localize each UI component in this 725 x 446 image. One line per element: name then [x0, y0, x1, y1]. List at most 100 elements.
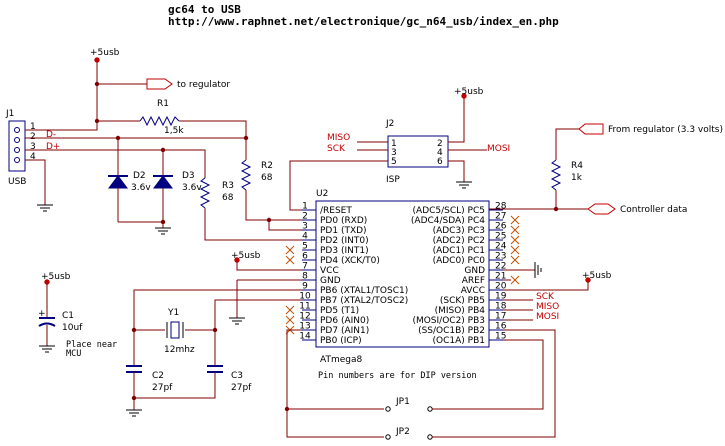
d3-zener-diode: D3 3.6v	[153, 150, 202, 228]
svg-text:3: 3	[391, 148, 397, 158]
j1-name: USB	[8, 177, 26, 187]
ground-symbol	[37, 204, 53, 212]
u2-left-pin-name: PD2 (INT0)	[320, 236, 369, 246]
svg-text:Controller data: Controller data	[620, 205, 687, 215]
u2-right-pin-name: (ADC5/SCL) PC5	[413, 206, 485, 216]
c1-note-1: Place near	[66, 340, 117, 350]
u2-left-pin-name: PB7 (XTAL2/TOSC2)	[320, 296, 408, 306]
u2-left-pin-name: PD6 (AIN0)	[320, 316, 369, 326]
r1-value: 1,5k	[164, 126, 184, 136]
ground-symbol	[229, 317, 245, 325]
svg-text:JP1: JP1	[395, 397, 410, 407]
u2-left-pin-number: 2	[302, 212, 308, 222]
j1-pin-2: 2	[30, 132, 36, 142]
u2-right-pin-number: 28	[495, 202, 507, 212]
u2-left-pin-number: 7	[302, 262, 308, 272]
u2-left-pin-number: 4	[302, 232, 308, 242]
svg-text:1k: 1k	[571, 173, 583, 183]
svg-text:+5usb: +5usb	[582, 271, 612, 281]
svg-text:68: 68	[222, 193, 234, 203]
u2-left-pin-name: PD5 (T1)	[320, 306, 359, 316]
no-connect-mark	[285, 255, 295, 265]
svg-text:12mhz: 12mhz	[164, 345, 195, 355]
power-5usb-avcc: +5usb	[582, 271, 612, 283]
svg-text:Y1: Y1	[167, 308, 179, 318]
ground-symbol	[456, 181, 472, 189]
svg-text:JP2: JP2	[395, 427, 410, 437]
net-mosi-right: MOSI	[536, 312, 559, 322]
svg-text:J2: J2	[385, 119, 394, 129]
u2-left-pin-name: /RESET	[320, 206, 352, 216]
u2-right-pin-number: 18	[495, 302, 507, 312]
u2-right-pin-number: 15	[495, 332, 506, 342]
ground-symbol	[155, 227, 171, 235]
u2-left-pin-name: PD1 (TXD)	[320, 226, 367, 236]
u2-left-pin-number: 1	[302, 202, 308, 212]
svg-text:3.6v: 3.6v	[182, 183, 202, 193]
no-connect-mark	[285, 315, 295, 325]
c2-capacitor: C2 27pf	[126, 365, 173, 393]
ground-symbol-side	[534, 262, 542, 278]
no-connect-mark	[510, 235, 520, 245]
power-5usb-j2: +5usb	[454, 87, 484, 99]
controller-data-port: Controller data	[587, 203, 687, 215]
svg-text:2: 2	[437, 139, 443, 149]
svg-text:+5usb: +5usb	[41, 272, 71, 282]
u2-ref: U2	[316, 189, 328, 199]
to-regulator-port: to regulator	[146, 78, 230, 90]
u2-left-pin-number: 12	[299, 312, 310, 322]
d2-zener-diode: D2 3.6v	[108, 138, 151, 222]
u2-right-pin-number: 26	[495, 222, 507, 232]
j1-usb-connector: J1 USB 1 2 3 4 D- D+	[5, 109, 60, 187]
ground-symbol	[39, 345, 55, 353]
u2-right-pin-number: 24	[495, 242, 507, 252]
pin-number-note: Pin numbers are for DIP version	[318, 371, 477, 381]
y1-crystal: Y1 12mhz	[134, 308, 215, 355]
svg-text:68: 68	[261, 173, 273, 183]
u2-right-pin-number: 25	[495, 232, 506, 242]
jp1-jumper: JP1	[385, 397, 433, 412]
no-connect-mark	[510, 225, 520, 235]
u2-left-pin-name: PD3 (INT1)	[320, 246, 369, 256]
svg-text:From regulator (3.3 volts): From regulator (3.3 volts)	[608, 125, 723, 135]
no-connect-mark	[510, 255, 520, 265]
net-miso: MISO	[327, 133, 350, 143]
svg-text:R4: R4	[571, 161, 583, 171]
no-connect-mark	[510, 215, 520, 225]
svg-text:D3: D3	[182, 171, 195, 181]
net-sck-right: SCK	[536, 292, 555, 302]
u2-left-pin-name: PB6 (XTAL1/TOSC1)	[320, 286, 408, 296]
u2-right-pin-number: 16	[495, 322, 507, 332]
j1-ref: J1	[5, 109, 14, 119]
power-5usb-vcc: +5usb	[231, 251, 261, 263]
net-d-plus: D+	[46, 142, 60, 152]
svg-text:1: 1	[391, 139, 397, 149]
u2-left-pin-number: 13	[299, 322, 310, 332]
u2-left-pin-name: VCC	[320, 266, 339, 276]
j2-isp-header: J2 ISP 1 3 5 2 4 6	[385, 119, 449, 185]
u2-right-pin-name: (ADC1) PC1	[433, 246, 485, 256]
u2-left-pin-name: PD0 (RXD)	[320, 216, 367, 226]
svg-text:+5usb: +5usb	[231, 251, 261, 261]
no-connect-mark	[285, 305, 295, 315]
r1-ref: R1	[157, 99, 169, 109]
svg-text:10uf: 10uf	[62, 323, 83, 333]
u2-left-pin-name: GND	[320, 276, 341, 286]
j1-pin-1: 1	[30, 122, 36, 132]
u2-right-pin-number: 27	[495, 212, 506, 222]
svg-text:R2: R2	[261, 161, 273, 171]
svg-text:5: 5	[391, 157, 397, 167]
u2-right-pin-name: (OC1A) PB1	[433, 336, 485, 346]
no-connect-mark	[510, 245, 520, 255]
u2-right-pin-name: (ADC2) PC2	[433, 236, 485, 246]
u2-left-pin-number: 14	[299, 332, 311, 342]
ground-symbol	[126, 409, 142, 417]
u2-right-pin-number: 19	[495, 292, 507, 302]
svg-text:3.6v: 3.6v	[131, 183, 151, 193]
u2-right-pin-name: (MOSI/OC2) PB3	[412, 316, 485, 326]
u2-left-pin-number: 3	[302, 222, 308, 232]
net-miso-right: MISO	[536, 302, 559, 312]
svg-text:27pf: 27pf	[231, 383, 252, 393]
u2-left-pin-number: 6	[302, 252, 308, 262]
